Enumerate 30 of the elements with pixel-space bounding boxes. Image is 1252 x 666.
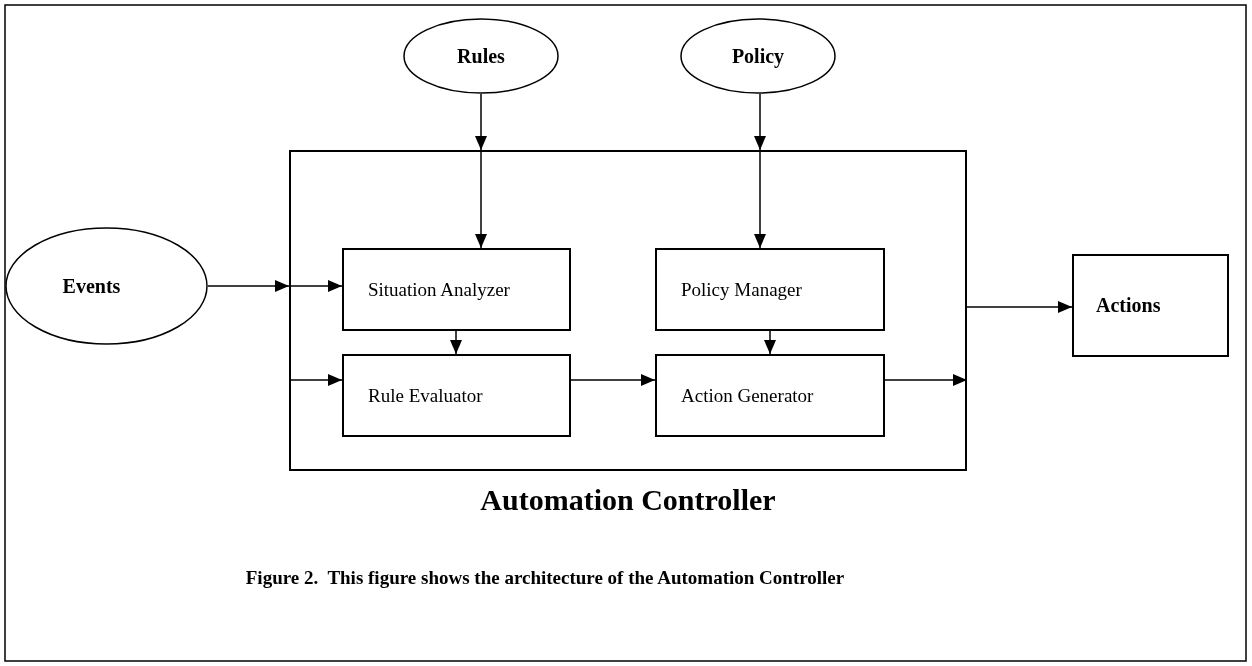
arrow [884,374,968,386]
node-label: Actions [1096,294,1161,317]
node-label: Events [62,274,121,298]
process-box [655,354,885,437]
arrow [570,374,656,386]
container-heading: Automation Controller [480,483,776,517]
output-box [1072,254,1229,357]
arrow [475,149,487,249]
node-label: Rule Evaluator [368,384,483,407]
arrow [450,330,462,355]
arrow [288,280,343,292]
arrow [207,280,290,292]
arrow [764,330,776,355]
arrow [288,374,343,386]
input-ellipse [403,18,559,94]
arrow [754,149,766,249]
node-label: Rules [457,44,505,68]
input-ellipse [680,18,836,94]
node-label: Action Generator [681,384,814,407]
node-label: Policy Manager [681,278,802,301]
arrow [966,301,1073,313]
process-box [342,248,571,331]
input-ellipse [5,227,208,345]
node-label: Policy [731,44,785,68]
node-label: Situation Analyzer [368,278,510,301]
arrow [754,93,766,151]
figure-caption: Figure 2. This figure shows the architecture of the Automation Controller [244,567,846,589]
arrow [475,93,487,151]
process-box [655,248,885,331]
process-box [342,354,571,437]
